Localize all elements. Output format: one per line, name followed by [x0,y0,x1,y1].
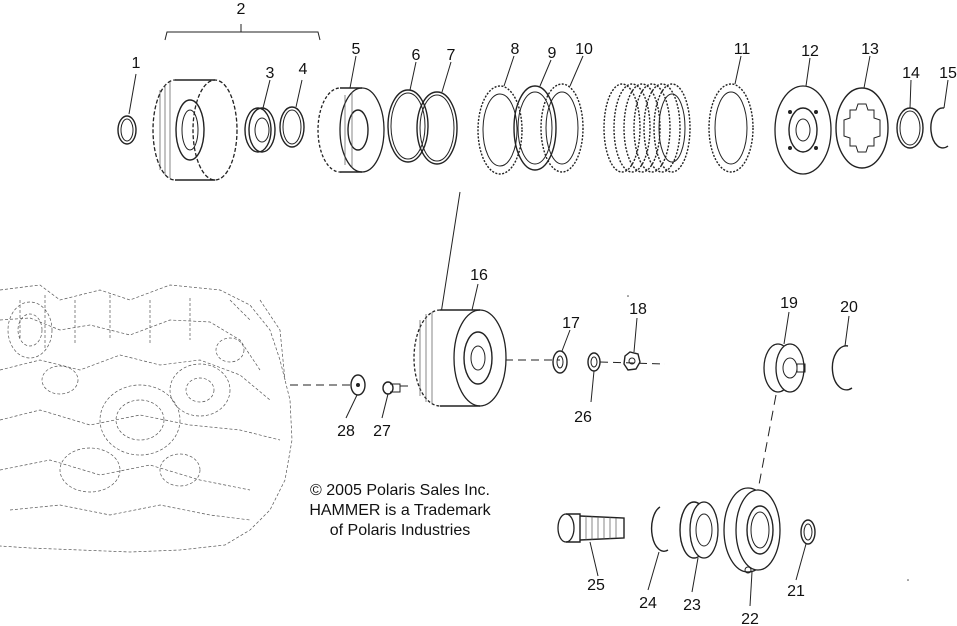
part-4-snap-ring [279,106,305,148]
part-19-release-hub [763,343,806,393]
callout-4: 4 [299,61,308,78]
callout-numbers: 1 2 3 4 5 6 7 8 9 10 11 12 13 14 15 16 1… [132,1,957,626]
callout-5: 5 [352,41,361,58]
callout-15: 15 [939,65,957,82]
assembly-leader-line [439,191,461,321]
callout-10: 10 [575,41,593,58]
part-26-lock-washer [587,352,601,372]
callout-12: 12 [801,43,819,60]
callout-11: 11 [734,41,751,58]
callout-28: 28 [337,423,355,440]
copyright-line-3: of Polaris Industries [329,522,471,539]
callout-27: 27 [373,423,391,440]
part-24-snap-ring [650,506,669,552]
callout-24: 24 [639,595,657,612]
part-15-snap-ring [930,107,949,149]
clutch-plate-stack [603,83,691,173]
part-8-friction-plate [477,85,523,175]
part-11-friction-plate [708,83,754,173]
part-1-snap-ring [117,115,137,145]
copyright-line-1: © 2005 Polaris Sales Inc. [310,482,490,499]
vertical-axis-line [757,394,777,491]
callout-14: 14 [902,65,920,82]
engine-case-drawing [0,284,293,553]
callout-1: 1 [132,55,141,72]
callout-25: 25 [587,577,605,594]
part-6-ring [387,89,429,163]
part-28-washer [350,374,366,396]
callout-3: 3 [266,65,275,82]
part-21-ring [800,519,816,545]
callout-leaders [128,55,949,607]
callout-26: 26 [574,409,592,426]
part-22-housing [723,487,781,574]
center-axis-line [290,359,666,387]
part-9-steel-plate [513,85,557,171]
callout-22: 22 [741,611,759,626]
callout-19: 19 [780,295,798,312]
copyright-notice: © 2005 Polaris Sales Inc. HAMMER is a Tr… [290,481,510,541]
callout-16: 16 [470,267,488,284]
callout-8: 8 [511,41,520,58]
part-10-friction-plate [540,83,584,173]
part-14-ring [896,107,924,149]
part-13-spring-plate [835,87,889,169]
callout-7: 7 [447,47,456,64]
part-23-bearing [679,501,719,559]
part-18-nut [623,351,641,371]
callout-18: 18 [629,301,647,318]
part-2-clutch-basket [152,79,238,181]
callout-20: 20 [840,299,858,316]
callout-23: 23 [683,597,701,614]
copyright-line-2: HAMMER is a Trademark [309,502,491,519]
part-2-bracket [164,24,321,41]
part-16-outer-basket [413,309,507,407]
part-25-shaft [557,513,625,543]
part-5-clutch-hub [317,87,385,173]
part-12-pressure-plate [774,85,832,175]
part-17-washer [552,350,568,374]
callout-21: 21 [787,583,805,600]
callout-9: 9 [548,45,557,62]
callout-17: 17 [562,315,580,332]
part-7-ring [416,91,458,165]
callout-2: 2 [237,1,246,18]
callout-6: 6 [412,47,421,64]
part-3-bearing [244,107,276,153]
callout-13: 13 [861,41,879,58]
part-27-bolt [382,381,401,395]
part-20-snap-ring [831,345,853,391]
